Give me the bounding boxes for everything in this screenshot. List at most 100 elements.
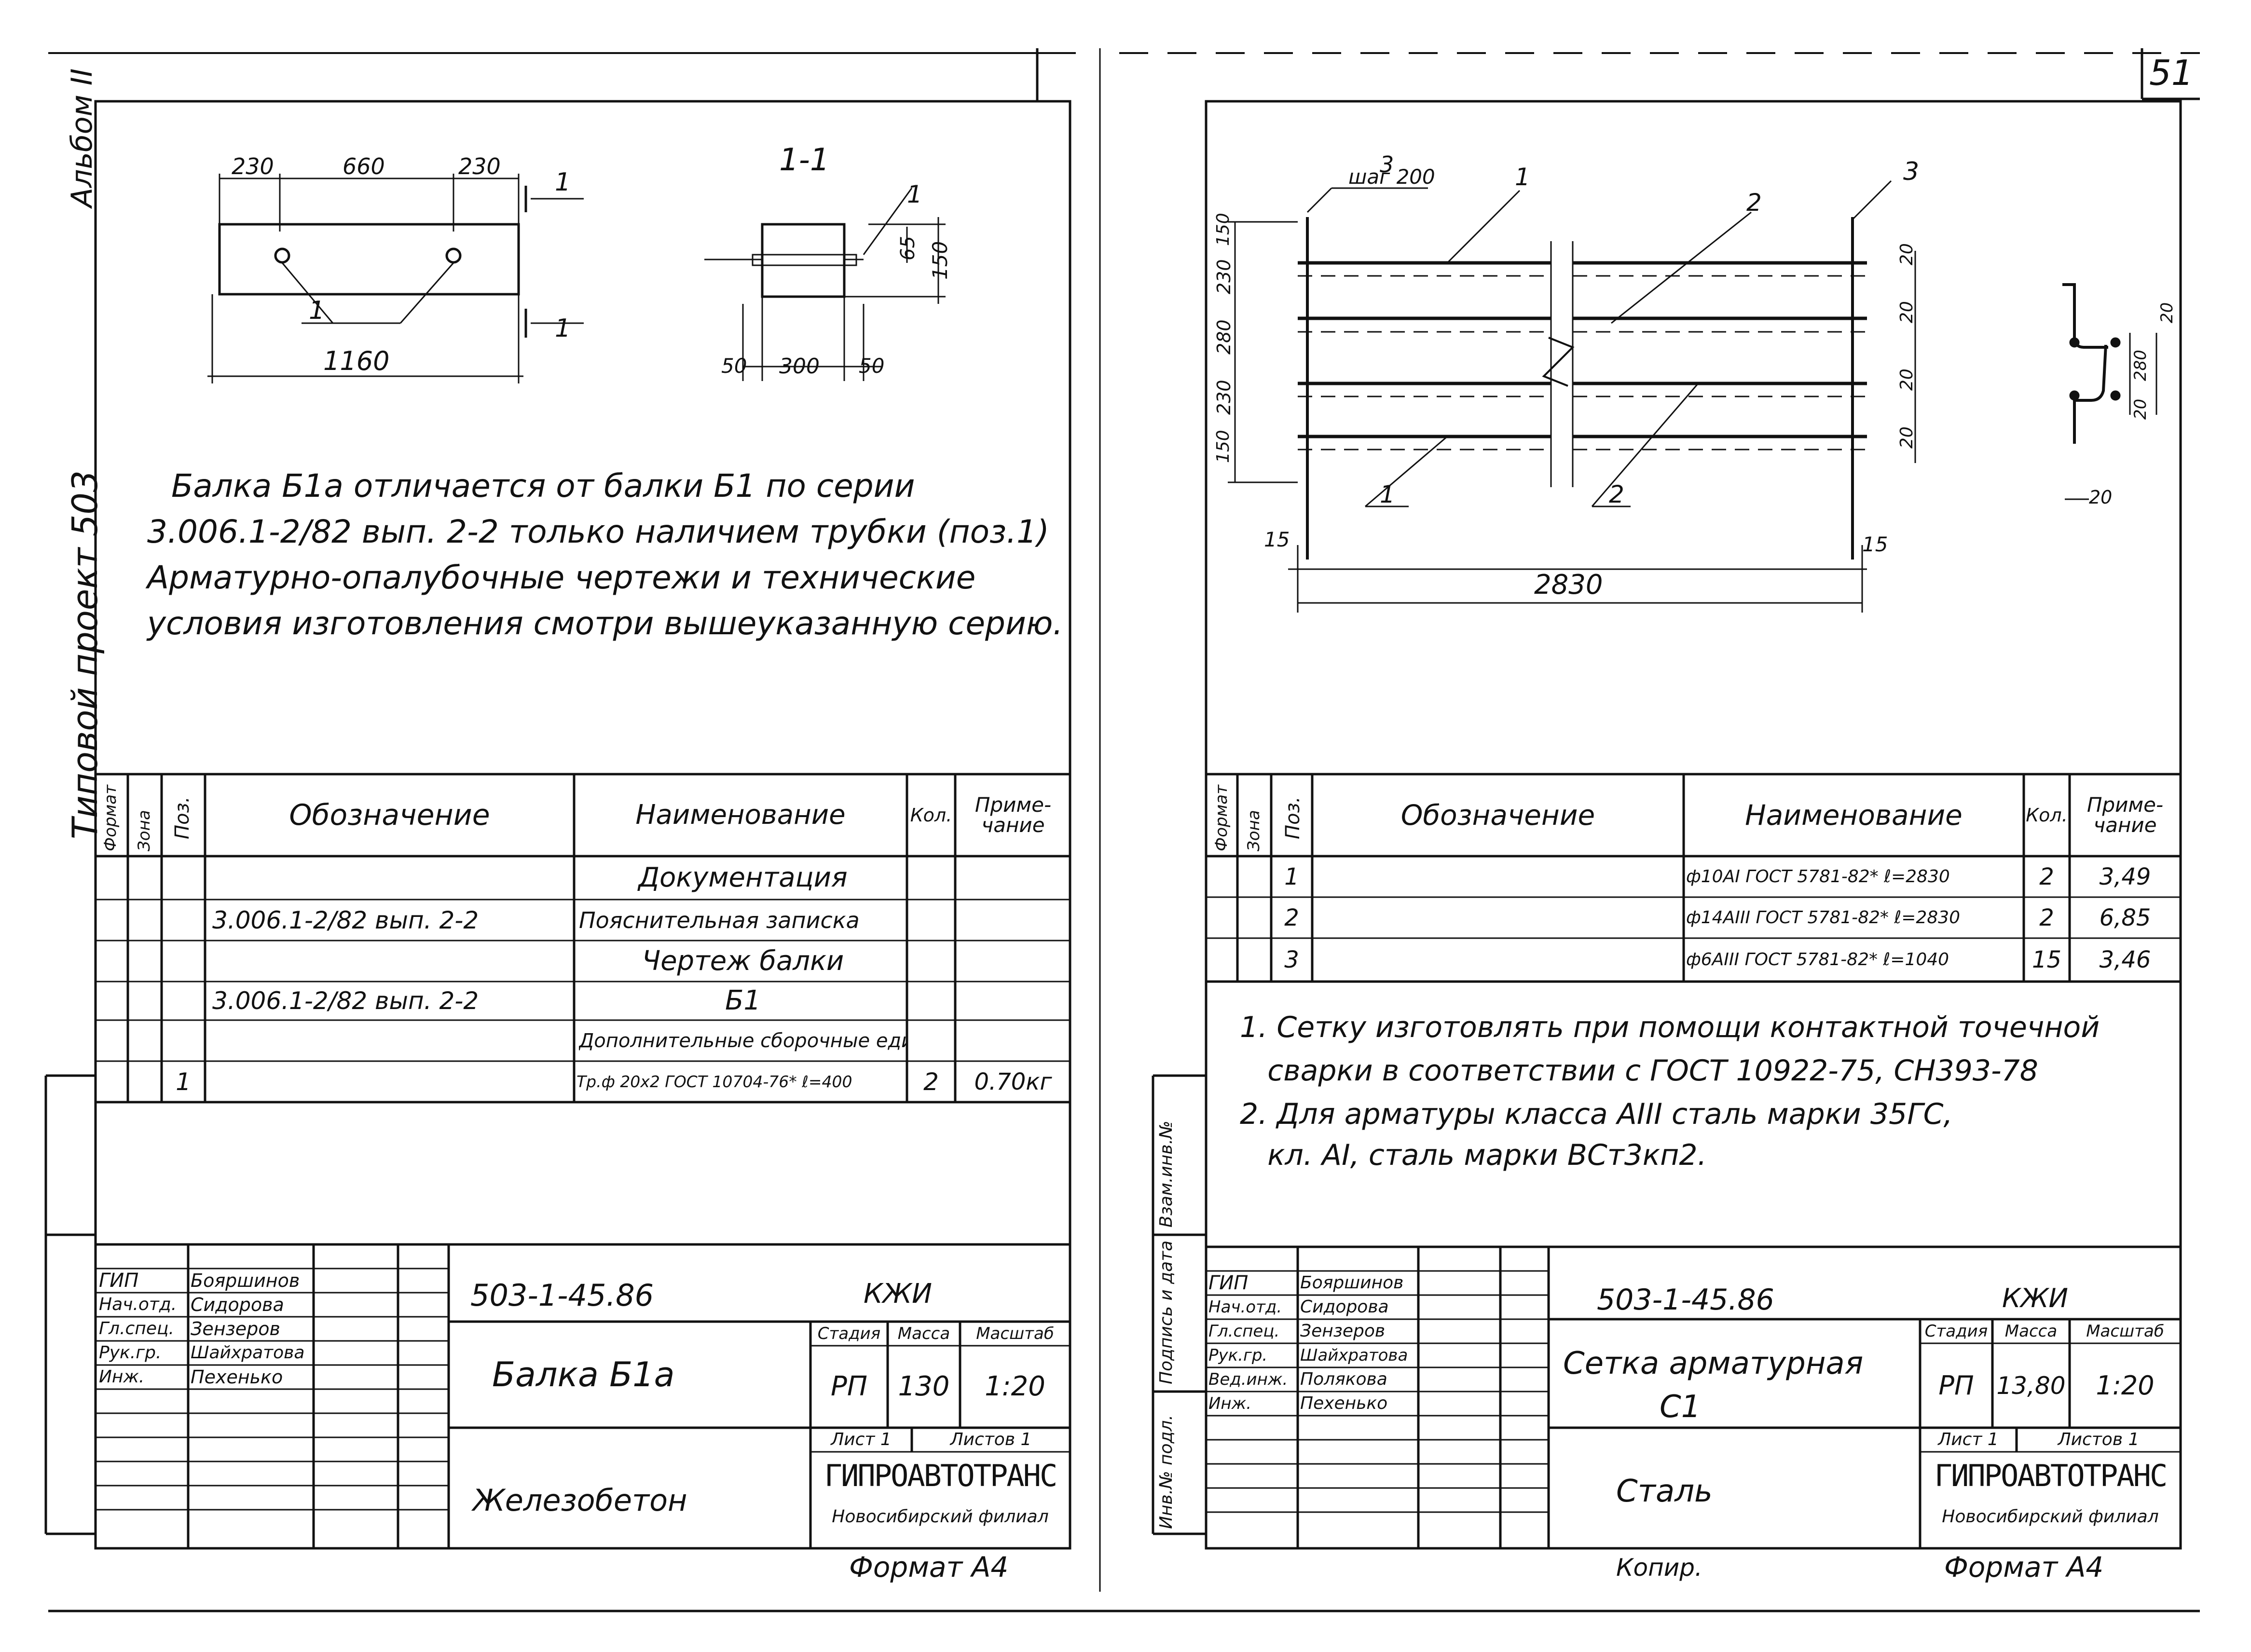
tb-right-scale: 1:20 (2096, 1370, 2155, 1401)
r-note-4: кл. АI, сталь марки ВСт3кп2. (1240, 1138, 1707, 1172)
r-spec-header-pos: Поз. (1282, 796, 1304, 839)
mesh-dim-left-1: 150 (1213, 213, 1233, 246)
tb-right-name-4: Шайхратова (1300, 1346, 1408, 1365)
tb-left-format: Формат А4 (849, 1551, 1009, 1584)
dim-660: 660 (343, 153, 385, 179)
section-label: 1-1 (779, 142, 830, 178)
tb-right-mass-h: Масса (2004, 1322, 2058, 1341)
mesh-pos-2: 2 (1746, 189, 1762, 217)
mesh-dim-left-3: 280 (1213, 319, 1235, 355)
spec-header-designation: Обозначение (289, 798, 490, 832)
r-note-1: 1. Сетку изготовлять при помощи контактн… (1240, 1010, 2100, 1044)
tb-left-mark: КЖИ (864, 1278, 932, 1310)
tb-left-code: 503-1-45.86 (470, 1278, 654, 1313)
page-number: 51 (2149, 53, 2194, 93)
spec-header-note: Приме-чание (975, 793, 1052, 837)
tb-left-material: Железобетон (473, 1483, 687, 1518)
tb-right-role-2: Нач.отд. (1208, 1297, 1282, 1317)
mesh-leader-2: 2 (1609, 480, 1624, 508)
tb-right-stage: РП (1938, 1370, 1974, 1401)
tb-left-scale: 1:20 (985, 1371, 1045, 1402)
tb-right-name-2: Сидорова (1300, 1297, 1389, 1317)
mesh-end-left: 15 (1264, 528, 1290, 551)
spec-row-2-name: Пояснительная записка (579, 907, 860, 933)
r-spec-header-designation: Обозначение (1400, 799, 1595, 832)
dim-300: 300 (779, 354, 820, 379)
detail-dim-3: 20 (2131, 398, 2150, 420)
mesh-dim-left-5: 150 (1213, 430, 1233, 463)
tb-left-role-2: Нач.отд. (99, 1295, 177, 1314)
tb-right-title-1: Сетка арматурная (1563, 1346, 1864, 1381)
tb-left-sheet: Лист 1 (831, 1430, 892, 1449)
spec-row-6-pos: 1 (176, 1067, 191, 1096)
spec-row-4-name: Б1 (725, 985, 761, 1016)
tb-right-sheets: Листов 1 (2058, 1430, 2140, 1449)
cut-mark-bottom: 1 (555, 314, 571, 343)
spec-row-3-name: Чертеж балки (642, 945, 844, 977)
mesh-pos-1: 1 (1515, 163, 1530, 191)
tb-left-mass-h: Масса (897, 1324, 950, 1343)
tb-left-sheets: Листов 1 (950, 1430, 1032, 1449)
tb-right-name-1: Бояршинов (1300, 1273, 1404, 1293)
r-spec-row-1-pos: 1 (1284, 863, 1299, 890)
dim-50-right: 50 (859, 354, 885, 378)
cut-mark-top: 1 (555, 168, 571, 197)
r-spec-row-1-name: ф10АI ГОСТ 5781-82* ℓ=2830 (1686, 866, 1950, 887)
tb-left-role-4: Рук.гр. (99, 1343, 162, 1363)
spec-header-format: Формат (101, 785, 120, 851)
tb-left-mass: 130 (898, 1371, 950, 1402)
r-spec-row-2-name: ф14АIII ГОСТ 5781-82* ℓ=2830 (1686, 907, 1960, 928)
tb-right-copy: Копир. (1616, 1554, 1702, 1582)
tb-left-name-4: Шайхратова (191, 1343, 305, 1363)
tb-right-stage-h: Стадия (1924, 1322, 1988, 1341)
tb-right-org: ГИПРОАВТОТРАНС (1934, 1458, 2168, 1493)
detail-dim-4: 20 (2089, 487, 2113, 508)
tb-left-stage: РП (831, 1371, 867, 1402)
r-spec-row-1-note: 3,49 (2099, 863, 2151, 890)
spec-row-4-designation: 3.006.1-2/82 вып. 2-2 (212, 987, 479, 1015)
side-label-sign: Подпись и дата (1156, 1240, 1176, 1384)
plan-pos-1: 1 (309, 296, 325, 325)
tb-left-role-3: Гл.спец. (99, 1319, 174, 1338)
r-spec-row-2-qty: 2 (2039, 904, 2054, 931)
side-label-replace: Взам.инв.№ (1156, 1120, 1176, 1228)
tb-left-name-2: Сидорова (191, 1294, 284, 1315)
spec-header-pos: Поз. (171, 796, 193, 839)
tb-right-material: Сталь (1616, 1474, 1713, 1509)
mesh-total: 2830 (1534, 569, 1603, 601)
r-spec-row-2-pos: 2 (1284, 904, 1299, 931)
tb-right-role-1: ГИП (1208, 1272, 1249, 1294)
tb-right-name-5: Полякова (1300, 1369, 1387, 1389)
tb-left-title: Балка Б1а (492, 1355, 675, 1394)
r-spec-row-3-note: 3,46 (2099, 946, 2151, 973)
spec-row-1-name: Документация (638, 862, 848, 893)
mesh-dim-right-3: 20 (1897, 369, 1917, 391)
dim-150: 150 (928, 241, 952, 280)
tb-left-role-1: ГИП (99, 1270, 139, 1292)
note-line-1: Балка Б1а отличается от балки Б1 по сери… (171, 467, 915, 505)
r-spec-header-format: Формат (1212, 785, 1231, 851)
mesh-end-right: 15 (1862, 532, 1888, 556)
mesh-dim-left-2: 230 (1213, 259, 1235, 294)
side-label-inv: Инв.№ подл. (1156, 1415, 1176, 1529)
tb-right-format: Формат А4 (1944, 1551, 2104, 1584)
tb-left-name-3: Зензеров (191, 1318, 280, 1339)
tb-right-role-5: Вед.инж. (1208, 1370, 1288, 1389)
r-spec-header-name: Наименование (1745, 799, 1963, 832)
dim-230-right: 230 (458, 153, 501, 179)
r-spec-header-zone: Зона (1244, 810, 1263, 851)
mesh-dim-right-2: 20 (1897, 301, 1917, 323)
r-spec-row-2-note: 6,85 (2099, 904, 2151, 931)
tb-left-role-5: Инж. (99, 1367, 145, 1387)
r-spec-row-3-pos: 3 (1284, 946, 1299, 973)
r-spec-header-note: Приме-чание (2086, 793, 2164, 837)
r-note-3: 2. Для арматуры класса АIII сталь марки … (1240, 1097, 1953, 1131)
detail-dim-2: 280 (2131, 350, 2150, 381)
note-line-2: 3.006.1-2/82 вып. 2-2 только наличием тр… (147, 513, 1049, 550)
r-spec-row-3-qty: 15 (2031, 946, 2062, 973)
mesh-pos-3: 3 (1903, 157, 1920, 186)
r-spec-row-3-name: ф6АIII ГОСТ 5781-82* ℓ=1040 (1686, 950, 1949, 969)
mesh-dim-right-1: 20 (1897, 243, 1917, 265)
tb-right-name-6: Пехенько (1300, 1393, 1388, 1413)
dim-50-left: 50 (721, 354, 747, 378)
